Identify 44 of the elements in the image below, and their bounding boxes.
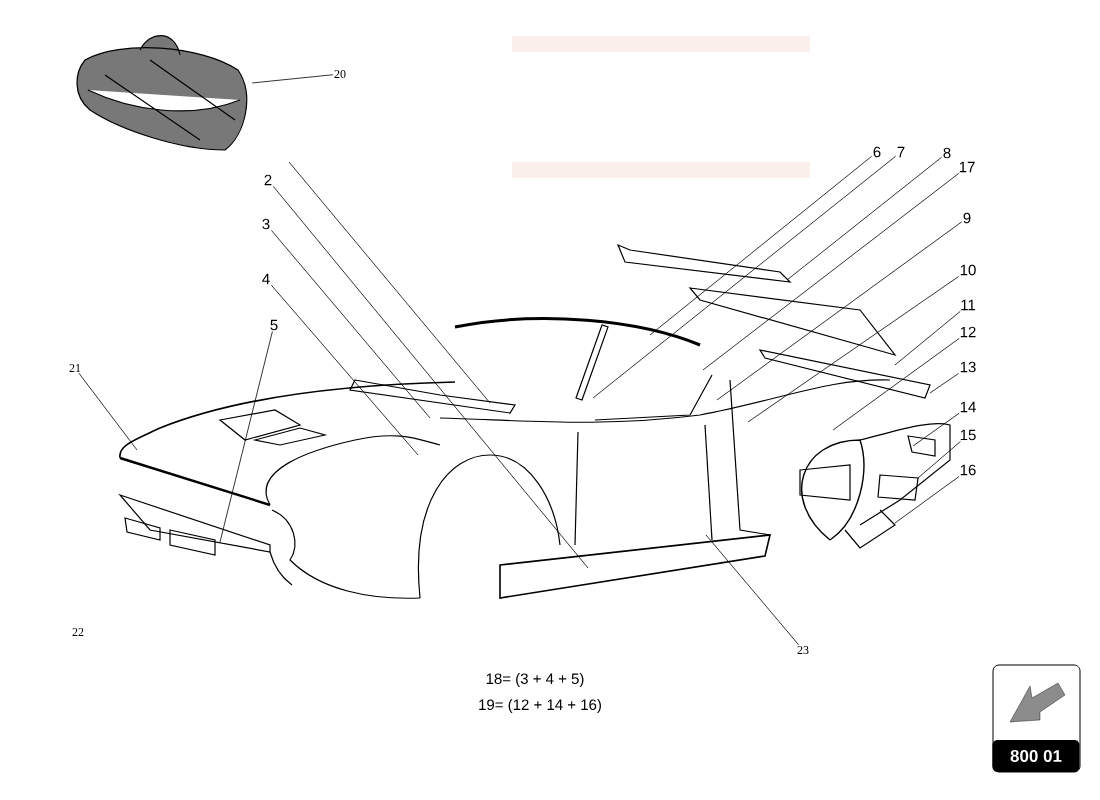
callout-number: 15 (960, 429, 976, 441)
callout-number: 7 (897, 146, 905, 158)
callout-number: 20 (334, 69, 346, 79)
callout-number: 16 (960, 464, 976, 476)
leader-line (78, 372, 138, 451)
leader-line (894, 476, 960, 524)
callout-number: 11 (961, 299, 976, 311)
leader-line (917, 441, 961, 479)
leader-line (592, 155, 897, 399)
formula-note: 19= (12 + 14 + 16) (479, 699, 601, 713)
leader-line (894, 310, 961, 366)
callout-number: 22 (72, 628, 84, 636)
reference-label: 800 01 (992, 740, 1080, 772)
callout-number: 5 (270, 319, 278, 331)
callout-number: 13 (960, 361, 976, 373)
leader-line (786, 156, 943, 281)
callout-number: 2 (264, 174, 272, 186)
leader-line (251, 74, 334, 84)
callout-number: 9 (963, 212, 971, 224)
leader-line (219, 331, 273, 543)
leader-line (716, 221, 963, 401)
callout-number: 10 (960, 264, 976, 276)
leader-line (271, 229, 431, 419)
leader-line (929, 373, 959, 394)
leader-line (649, 155, 873, 336)
callout-number: 6 (873, 146, 881, 158)
leader-line (912, 412, 960, 447)
callout-number: 21 (69, 364, 81, 372)
callout-number: 23 (797, 645, 809, 654)
callout-number: 4 (262, 273, 270, 285)
leader-line (747, 276, 959, 423)
callout-number: 14 (960, 401, 976, 413)
leader-line (705, 534, 799, 646)
leader-line (832, 338, 960, 431)
callout-number: 3 (262, 218, 270, 230)
callout-number: 17 (959, 161, 975, 173)
leader-line (702, 172, 960, 371)
formula-note: 18= (3 + 4 + 5) (486, 673, 584, 687)
callout-number: 8 (943, 147, 951, 159)
duffel-bag-drawing (76, 35, 248, 151)
callout-number: 12 (960, 326, 976, 338)
leader-line (272, 186, 589, 569)
leader-line (288, 161, 491, 404)
leader-line (271, 284, 419, 456)
